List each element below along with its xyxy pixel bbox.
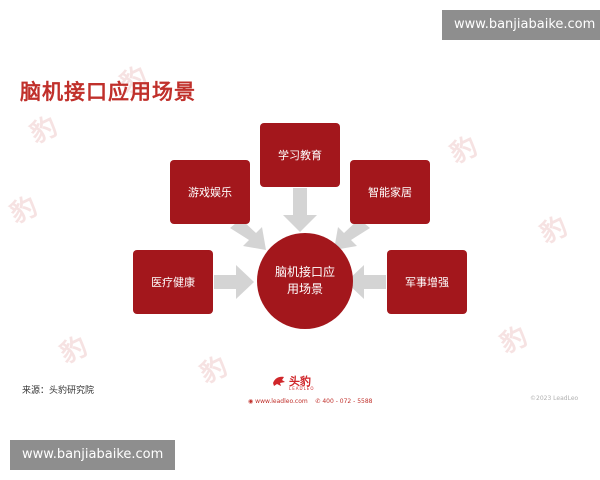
- arrow-from-games: [230, 219, 266, 250]
- footer-brand-sub: LEADLEO: [289, 386, 315, 391]
- arrow-from-study: [283, 188, 317, 232]
- footer-logo: 头豹 LEADLEO: [272, 372, 332, 394]
- slide: 豹 豹 豹 豹 豹 豹 豹 豹 脑机接口应用场景 学习教育 游戏娱乐 智能家居 …: [5, 61, 579, 405]
- arrow-from-medical: [214, 265, 254, 299]
- copyright: ©2023 LeadLeo: [530, 395, 579, 402]
- node-military: 军事增强: [387, 250, 467, 314]
- source-note: 来源：头豹研究院: [22, 386, 95, 396]
- node-medical: 医疗健康: [133, 250, 213, 314]
- diagram-arrows: [214, 188, 386, 299]
- phone-icon: ✆: [315, 398, 321, 405]
- footer-website: www.leadleo.com: [255, 398, 308, 405]
- globe-icon: ◉: [248, 398, 254, 405]
- leopard-logo-icon: [273, 376, 285, 386]
- node-center: 脑机接口应用场景: [257, 233, 353, 329]
- footer-contact: ◉ www.leadleo.com ✆ 400 - 072 - 5588: [248, 398, 372, 405]
- footer-phone: 400 - 072 - 5588: [322, 398, 373, 405]
- node-smart-home: 智能家居: [350, 160, 430, 224]
- arrow-from-military: [346, 265, 386, 299]
- node-games: 游戏娱乐: [170, 160, 250, 224]
- arrow-from-smart-home: [334, 219, 370, 250]
- footer-brand: 头豹: [289, 375, 311, 388]
- watermark-badge-top: www.banjiabaike.com: [442, 10, 600, 40]
- node-study: 学习教育: [260, 123, 340, 187]
- watermark-badge-bottom: www.banjiabaike.com: [10, 440, 176, 470]
- slide-title: 脑机接口应用场景: [20, 80, 196, 104]
